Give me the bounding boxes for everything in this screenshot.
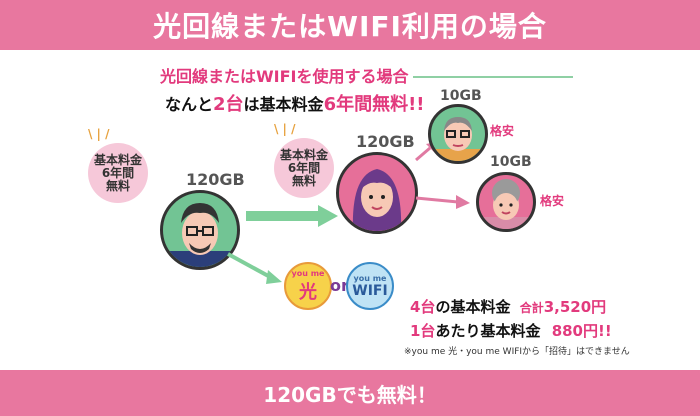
- badge-line1: 基本料金: [93, 152, 142, 167]
- price-count: 4台: [410, 298, 436, 316]
- sparkle-icon: \ | /: [274, 122, 296, 136]
- footnote: ※you me 光・you me WIFIから「招待」はできません: [404, 347, 630, 357]
- hikari-brand: you me: [291, 268, 325, 278]
- right-top-gb-label: 10GB: [440, 88, 482, 104]
- cheap-tag: 格安: [540, 194, 565, 208]
- man-avatar: [160, 190, 240, 270]
- per-text: あたり基本料金: [435, 322, 541, 340]
- middle-free-badge: 基本料金 6年間 無料: [274, 138, 334, 198]
- right-bottom-gb-label: 10GB: [490, 154, 532, 170]
- badge-line2: 6年間: [287, 160, 321, 175]
- older-man-avatar: [428, 104, 488, 164]
- older-woman-illustration-icon: [479, 179, 533, 229]
- wifi-main: WIFI: [352, 282, 388, 299]
- subtitle-divider: [413, 76, 573, 78]
- badge-line1: 基本料金: [279, 147, 328, 162]
- badge-line2: 6年間: [101, 165, 135, 180]
- subtitle: 光回線またはWIFIを使用する場合: [160, 67, 409, 86]
- cheap-tag: 格安: [490, 124, 515, 138]
- woman-avatar: [336, 152, 418, 234]
- total-price: 3,520円: [543, 298, 607, 316]
- or-label: or: [330, 276, 349, 295]
- arrow-right-pink-icon: [415, 195, 470, 209]
- middle-gb-label: 120GB: [356, 132, 415, 151]
- headline-middle: は基本料金: [243, 95, 324, 114]
- older-woman-avatar: [476, 172, 536, 232]
- per-price: 880円!!: [551, 322, 612, 340]
- hikari-main: 光: [299, 281, 317, 303]
- footer-banner: 120GBでも無料！: [0, 370, 700, 416]
- price-per-line: 1台あたり基本料金 880円!!: [410, 320, 612, 341]
- left-gb-label: 120GB: [186, 170, 245, 189]
- per-count: 1台: [410, 322, 436, 340]
- price-total-line: 4台の基本料金 合計3,520円: [410, 296, 606, 317]
- footer-text: 120GBでも無料！: [263, 382, 437, 407]
- headline-highlight: 6年間無料!!: [323, 94, 425, 115]
- total-label: 合計: [519, 301, 544, 315]
- badge-line3: 無料: [291, 173, 316, 188]
- left-free-badge: 基本料金 6年間 無料: [88, 143, 148, 203]
- hikari-logo: you me 光: [284, 262, 332, 310]
- headline: なんと2台は基本料金6年間無料!!: [165, 90, 425, 116]
- page-title: 光回線またはWIFI利用の場合: [153, 10, 547, 43]
- older-man-illustration-icon: [431, 117, 485, 161]
- wifi-logo: you me WIFI: [346, 262, 394, 310]
- woman-illustration-icon: [352, 169, 402, 231]
- price-text: の基本料金: [435, 298, 511, 316]
- sparkle-icon: \ | /: [88, 127, 110, 141]
- wifi-brand: you me: [353, 273, 387, 283]
- badge-line3: 無料: [105, 178, 130, 193]
- arrow-down-right-icon: [227, 252, 282, 284]
- headline-count: 2台: [213, 94, 244, 115]
- header-banner: 光回線またはWIFI利用の場合: [0, 0, 700, 50]
- headline-prefix: なんと: [165, 95, 214, 114]
- arrow-right-icon: [246, 205, 338, 227]
